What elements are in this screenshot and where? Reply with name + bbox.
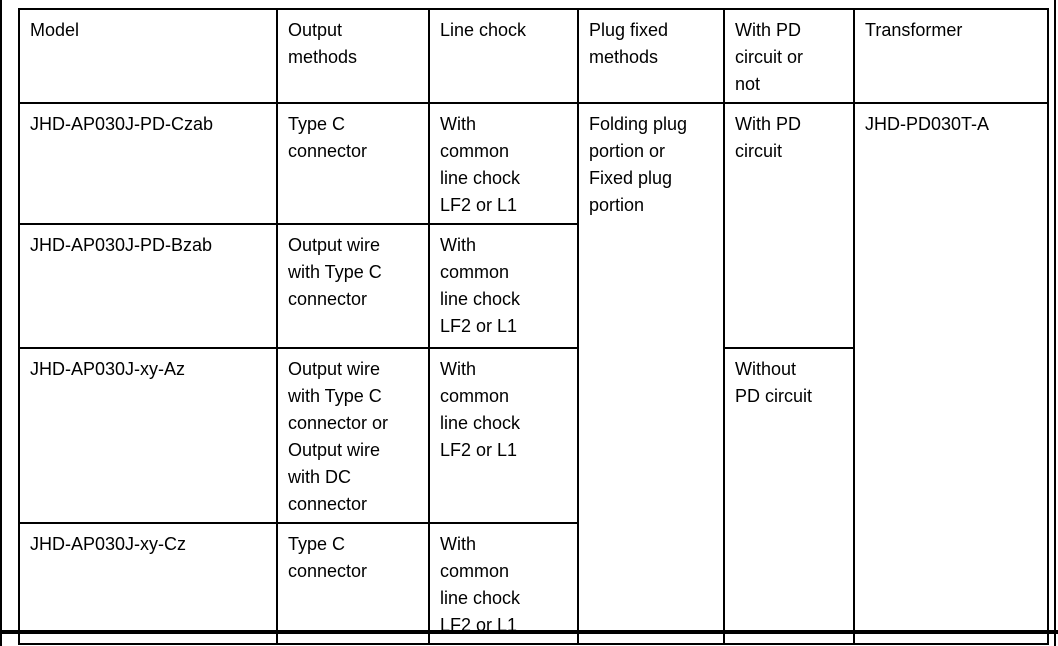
cell-output-3: Output wire with Type C connector or Out…: [276, 347, 430, 524]
header-plug-fixed-methods: Plug fixed methods: [577, 8, 725, 104]
cell-chock-1: With common line chock LF2 or L1: [428, 102, 579, 225]
page-bottom-rule: [0, 630, 1058, 634]
cell-model-2: JHD-AP030J-PD-Bzab: [18, 223, 278, 349]
header-transformer: Transformer: [853, 8, 1049, 104]
cell-model-3: JHD-AP030J-xy-Az: [18, 347, 278, 524]
header-row: Model Output methods Line chock Plug fix…: [18, 8, 1049, 104]
product-spec-table: Model Output methods Line chock Plug fix…: [18, 8, 1049, 645]
page-edge-right-rule: [1054, 0, 1056, 646]
header-pd-circuit: With PD circuit or not: [723, 8, 855, 104]
page-edge-left-rule: [0, 0, 2, 646]
header-line-chock: Line chock: [428, 8, 579, 104]
cell-output-2: Output wire with Type C connector: [276, 223, 430, 349]
cell-chock-2: With common line chock LF2 or L1: [428, 223, 579, 349]
cell-chock-3: With common line chock LF2 or L1: [428, 347, 579, 524]
cell-plug-fixed-merged: Folding plug portion or Fixed plug porti…: [577, 102, 725, 645]
cell-output-1: Type C connector: [276, 102, 430, 225]
cell-pd-without: Without PD circuit: [723, 347, 855, 645]
cell-transformer-merged: JHD-PD030T-A: [853, 102, 1049, 645]
header-output-methods: Output methods: [276, 8, 430, 104]
cell-chock-4: With common line chock LF2 or L1: [428, 522, 579, 645]
table-row: JHD-AP030J-PD-Czab Type C connector With…: [18, 102, 1049, 645]
table-row: JHD-AP030J-PD-Bzab Output wire with Type…: [18, 223, 1048, 349]
cell-pd-with: With PD circuit: [723, 102, 855, 349]
header-model: Model: [18, 8, 278, 104]
cell-output-4: Type C connector: [276, 522, 430, 645]
cell-model-4: JHD-AP030J-xy-Cz: [18, 522, 278, 645]
table-row: JHD-AP030J-xy-Az Output wire with Type C…: [18, 347, 1048, 645]
cell-model-1: JHD-AP030J-PD-Czab: [18, 102, 278, 225]
